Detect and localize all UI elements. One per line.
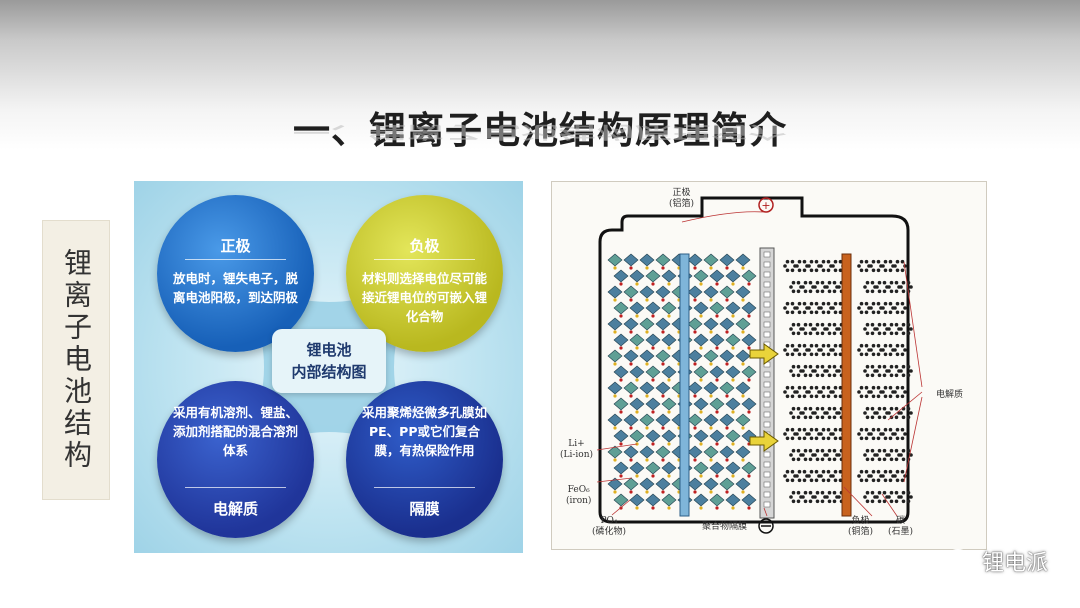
center-label-line1: 锂电池 xyxy=(306,341,352,359)
center-label-box: 锂电池 内部结构图 xyxy=(272,329,386,393)
negative-electrode-circle: 负极 材料则选择电位尽可能接近锂电位的可嵌入锂化合物 xyxy=(346,195,503,352)
divider xyxy=(374,259,475,260)
side-label: 锂离子电池结构 xyxy=(42,220,110,500)
ion-arrows xyxy=(749,343,779,452)
separator-title: 隔膜 xyxy=(409,500,440,518)
negative-foil-label: 负极 (铜箔) xyxy=(848,516,874,537)
electrolyte-body: 采用有机溶剂、锂盐、添加剂搭配的混合溶剂体系 xyxy=(173,405,299,458)
negative-title: 负极 xyxy=(409,237,440,255)
battery-schematic: + 正极 (铝箔) Li+ (Li-ion) FeO₆ (iron) PO₄ (… xyxy=(551,181,987,550)
svg-text:+: + xyxy=(761,199,770,212)
page-title: 一、锂离子电池结构原理简介 xyxy=(293,109,787,152)
center-label-line2: 内部结构图 xyxy=(291,363,367,381)
divider xyxy=(374,487,475,488)
divider xyxy=(185,487,286,488)
li-ion-label: Li+ (Li-ion) xyxy=(560,439,594,460)
electrolyte-label: 电解质 xyxy=(936,390,964,400)
separator-circle: 采用聚烯烃微多孔膜如PE、PP或它们复合膜，有热保险作用 隔膜 xyxy=(346,381,503,538)
positive-body: 放电时，锂失电子，脱离电池阳极，到达阴极 xyxy=(173,271,299,305)
divider xyxy=(185,259,286,260)
electrolyte-title: 电解质 xyxy=(212,500,258,518)
wechat-icon xyxy=(945,549,976,572)
po4-label: PO₄ (磷化物) xyxy=(592,516,627,537)
positive-foil-label: 正极 (铝箔) xyxy=(669,188,695,209)
graphite-label: 碳 (石墨) xyxy=(888,516,914,537)
feo6-label: FeO₆ (iron) xyxy=(566,485,592,506)
battery-schematic-drawing: + xyxy=(596,196,923,534)
electrolyte-circle: 采用有机溶剂、锂盐、添加剂搭配的混合溶剂体系 电解质 xyxy=(157,381,314,538)
copper-foil xyxy=(841,253,852,517)
aluminum-foil xyxy=(679,253,690,517)
structure-diagram: 正极 放电时，锂失电子，脱离电池阳极，到达阴极 负极 材料则选择电位尽可能接近锂… xyxy=(134,181,523,553)
separator-label: 聚合物隔膜 xyxy=(702,522,748,532)
graphite-anode xyxy=(783,259,913,504)
page-title-reflection: 一、锂离子电池结构原理简介 xyxy=(293,122,787,142)
watermark-text: 锂电派 xyxy=(981,551,1048,576)
positive-electrode-circle: 正极 放电时，锂失电子，脱离电池阳极，到达阴极 xyxy=(157,195,314,352)
watermark: 锂电派 xyxy=(945,545,1048,577)
negative-body: 材料则选择电位尽可能接近锂电位的可嵌入锂化合物 xyxy=(362,271,488,324)
positive-title: 正极 xyxy=(220,237,251,255)
separator-body: 采用聚烯烃微多孔膜如PE、PP或它们复合膜，有热保险作用 xyxy=(362,405,488,458)
